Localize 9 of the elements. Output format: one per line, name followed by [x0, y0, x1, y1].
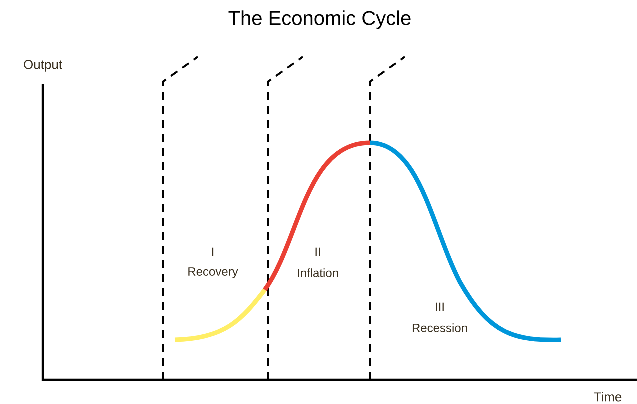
title: The Economic Cycle: [228, 10, 411, 30]
phase-label: Recovery: [188, 268, 238, 278]
phase-label: Recession: [412, 324, 468, 332]
phase-label: Inflation: [298, 268, 338, 278]
axis-label: Output: [24, 60, 62, 72]
phase-number: III: [436, 302, 444, 312]
phase-number: I: [212, 248, 214, 256]
phase-number: II: [316, 248, 320, 256]
axis-label: Time: [594, 392, 622, 402]
